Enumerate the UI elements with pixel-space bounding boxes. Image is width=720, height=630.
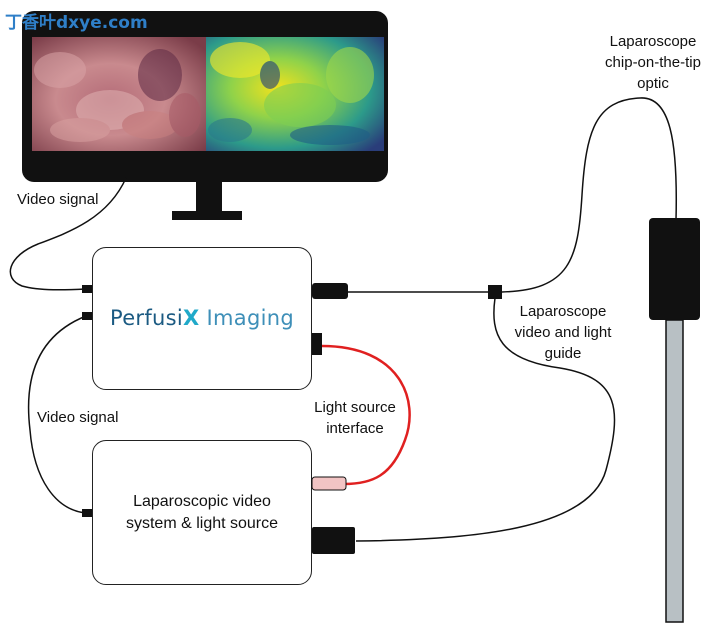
perfusix-light-port (312, 333, 322, 355)
light-guide-connector (312, 527, 355, 554)
brand-name: Perfusi (110, 306, 184, 330)
tissue-texture (34, 49, 201, 142)
label-light-source-interface: Light source interface (300, 397, 410, 439)
cable-junction (488, 285, 502, 299)
label-light-guide-line1: Laparoscope (519, 303, 607, 320)
perfusix-device (92, 247, 312, 390)
monitor (22, 11, 388, 220)
cables (9, 97, 678, 542)
perfusix-logo: PerfusiX Imaging (110, 306, 294, 330)
label-light-source-line2: interface (326, 420, 384, 437)
optic-cable (501, 97, 678, 293)
monitor-foot (172, 211, 242, 220)
label-light-source-line1: Light source (314, 399, 396, 416)
label-light-guide-line2: video and light (514, 324, 612, 341)
perfusix-scope-connector (312, 283, 348, 299)
video-signal-cable-top (9, 177, 127, 291)
laparoscopic-system-device (92, 440, 312, 585)
laparoscope-shaft (665, 319, 684, 623)
video-port-system (82, 509, 92, 517)
video-signal-cable-left (27, 315, 87, 514)
light-source-cable (321, 344, 411, 486)
label-light-guide: Laparoscope video and light guide (503, 301, 623, 364)
laparoscope-handle (649, 218, 700, 320)
label-laparoscopic-system: Laparoscopic video system & light source (92, 491, 312, 535)
brand-x-letter: X (183, 306, 200, 330)
video-port-top (82, 285, 92, 293)
label-light-guide-line3: guide (544, 345, 582, 362)
laparoscope (649, 218, 700, 623)
label-optic-line3: optic (637, 75, 669, 92)
video-port-bottom (82, 312, 92, 320)
brand-product: Imaging (206, 306, 294, 330)
label-video-signal-left: Video signal (37, 409, 119, 426)
light-source-port (311, 476, 347, 491)
watermark-logo: 丁香叶dxye.com (5, 13, 148, 33)
connectors (82, 285, 502, 517)
label-optic: Laparoscope chip-on-the-tip optic (594, 31, 712, 94)
label-system-line2: system & light source (125, 515, 279, 532)
light-guide-cable (355, 297, 616, 542)
label-optic-line2: chip-on-the-tip (605, 54, 701, 71)
monitor-neck (196, 182, 222, 212)
fluorescence-texture (208, 42, 374, 145)
label-system-line1: Laparoscopic video (133, 493, 271, 510)
label-video-signal-top: Video signal (17, 191, 99, 208)
label-optic-line1: Laparoscope (609, 33, 697, 50)
